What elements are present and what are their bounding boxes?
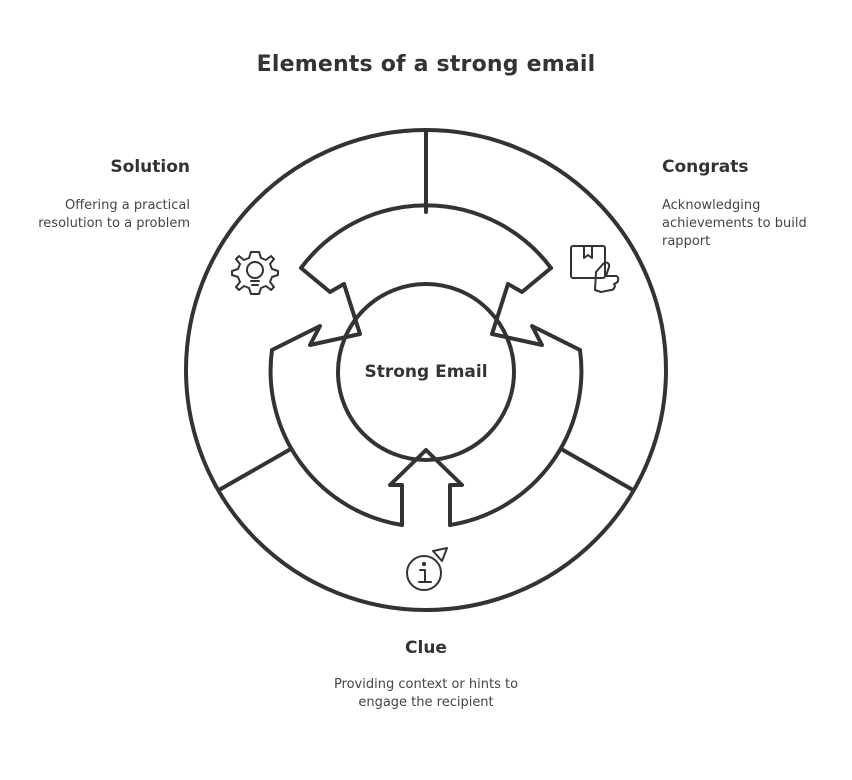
segment-description-solution: Offering a practical resolution to a pro… — [38, 198, 190, 231]
arc-arrow-solution — [268, 203, 553, 527]
segment-heading-clue: Clue — [405, 638, 447, 658]
arc-arrow-clue — [388, 448, 464, 527]
segment-description-clue: Providing context or hints to engage the… — [333, 677, 519, 710]
segment-description-congrats: Acknowledging achievements to build rapp… — [662, 198, 807, 249]
center-label: Strong Email — [364, 362, 488, 382]
diagram-title: Elements of a strong email — [256, 52, 596, 77]
package-hand-icon — [570, 245, 620, 293]
info-pointer-icon — [406, 547, 448, 591]
center-circle — [336, 282, 516, 462]
divider-right — [561, 448, 635, 492]
segment-heading-solution: Solution — [110, 157, 190, 177]
lightbulb-gear-icon — [231, 251, 279, 295]
arc-arrow-congrats — [448, 266, 584, 527]
segment-heading-congrats: Congrats — [662, 157, 749, 177]
divider-left — [217, 448, 291, 492]
